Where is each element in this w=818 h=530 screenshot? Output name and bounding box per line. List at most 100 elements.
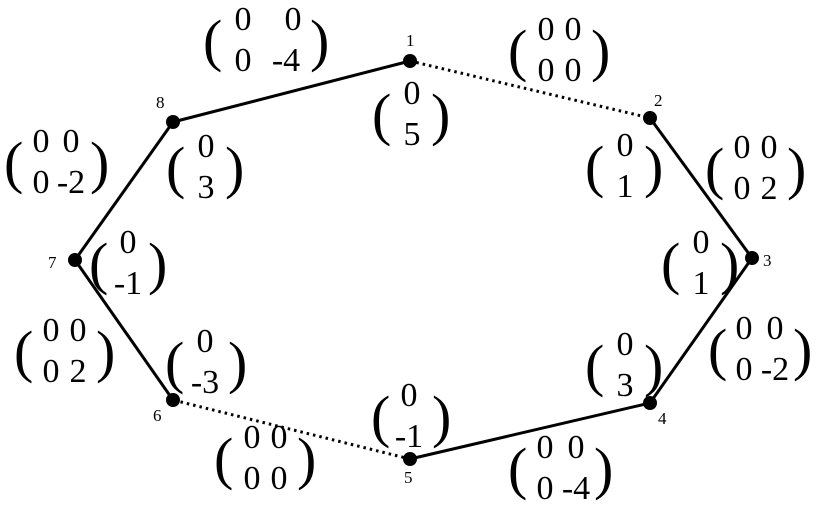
svg-text:(: ( xyxy=(585,333,604,398)
vertex-4-label: 4 xyxy=(658,409,667,428)
vertex-2-dot xyxy=(643,111,657,125)
vector-entry: 0 xyxy=(401,377,418,414)
matrix-entry: -2 xyxy=(57,164,85,201)
vector-entry: 0 xyxy=(198,128,215,165)
matrix-entry: 0 xyxy=(43,353,60,390)
matrix-entry: 0 xyxy=(736,351,753,388)
edge-2-3 xyxy=(648,117,754,259)
vertex-8-vector: ( 0 3 ) xyxy=(166,128,244,206)
vector-entry: 3 xyxy=(617,367,634,404)
vector-entry: 0 xyxy=(404,75,421,112)
svg-text:(: ( xyxy=(89,231,108,296)
svg-text:): ) xyxy=(228,330,247,395)
vertex-7-vector: ( 0 -1 ) xyxy=(89,224,167,302)
matrix-entry: 0 xyxy=(235,42,252,79)
vector-entry: -3 xyxy=(191,364,219,401)
svg-text:(: ( xyxy=(14,319,33,384)
vector-entry: 0 xyxy=(197,323,214,360)
edge-6-7-matrix: ( 0 0 0 2 ) xyxy=(14,312,115,390)
matrix-entry: 0 xyxy=(244,460,261,497)
vertex-2-vector: ( 0 1 ) xyxy=(585,127,663,205)
svg-text:(: ( xyxy=(203,8,222,73)
edge-8-1 xyxy=(172,59,411,124)
vertex-6-dot xyxy=(166,393,180,407)
matrix-entry: -4 xyxy=(562,470,590,507)
matrix-entry: 0 xyxy=(736,310,753,347)
vertex-1-vector: ( 0 5 ) xyxy=(372,75,450,153)
vector-entry: 5 xyxy=(404,116,421,153)
svg-text:(: ( xyxy=(372,82,391,147)
svg-text:(: ( xyxy=(214,426,233,491)
matrix-entry: 0 xyxy=(734,170,751,207)
matrix-entry: 0 xyxy=(33,123,50,160)
edge-3-4 xyxy=(648,257,754,404)
edge-1-2 xyxy=(409,59,651,120)
svg-text:(: ( xyxy=(708,317,727,382)
vertex-5-dot xyxy=(403,452,417,466)
matrix-entry: 0 xyxy=(33,164,50,201)
svg-text:(: ( xyxy=(4,130,23,195)
vertex-3-dot xyxy=(745,251,759,265)
vector-entry: 0 xyxy=(617,326,634,363)
svg-text:): ) xyxy=(310,8,329,73)
vertex-1-label: 1 xyxy=(406,31,415,50)
edge-2-3-matrix: ( 0 0 0 2 ) xyxy=(705,129,806,207)
vector-entry: 1 xyxy=(693,265,710,302)
matrix-entry: 0 xyxy=(244,419,261,456)
vector-entry: 3 xyxy=(198,169,215,206)
vertex-4-vector: ( 0 3 ) xyxy=(585,326,663,404)
svg-text:): ) xyxy=(431,82,450,147)
matrix-entry: 0 xyxy=(538,11,555,48)
vector-entry: 0 xyxy=(617,127,634,164)
matrix-entry: 0 xyxy=(568,429,585,466)
vertex-3-label: 3 xyxy=(763,251,772,270)
edge-6-7 xyxy=(73,259,175,401)
edge-1-2-matrix: ( 0 0 0 0 ) xyxy=(508,11,610,89)
matrix-entry: 0 xyxy=(537,470,554,507)
svg-text:): ) xyxy=(787,136,806,201)
vector-entry: -1 xyxy=(114,265,142,302)
matrix-entry: -2 xyxy=(761,351,789,388)
svg-text:(: ( xyxy=(371,384,390,449)
vertex-1-dot xyxy=(403,54,417,68)
svg-text:): ) xyxy=(148,231,167,296)
vertex-3-vector: ( 0 1 ) xyxy=(661,224,739,302)
matrix-entry: 0 xyxy=(285,1,302,38)
vertex-8-label: 8 xyxy=(156,93,165,112)
vertex-7-dot xyxy=(68,253,82,267)
svg-text:(: ( xyxy=(508,436,527,501)
matrix-entry: 0 xyxy=(565,11,582,48)
matrix-entry: 2 xyxy=(761,170,778,207)
svg-text:): ) xyxy=(644,333,663,398)
matrix-entry: 0 xyxy=(734,129,751,166)
vertex-7-label: 7 xyxy=(48,253,57,272)
edge-8-1-matrix: ( 0 0 0 -4 ) xyxy=(203,1,329,79)
vertex-2-label: 2 xyxy=(654,91,663,110)
svg-text:(: ( xyxy=(508,18,527,83)
matrix-entry: -4 xyxy=(272,42,300,79)
svg-text:(: ( xyxy=(705,136,724,201)
vertex-4-dot xyxy=(643,396,657,410)
matrix-entry: 0 xyxy=(271,419,288,456)
vector-entry: 0 xyxy=(693,224,710,261)
svg-text:): ) xyxy=(591,18,610,83)
svg-text:): ) xyxy=(432,384,451,449)
matrix-entry: 2 xyxy=(70,353,87,390)
matrix-entry: 0 xyxy=(565,52,582,89)
edge-5-6-matrix: ( 0 0 0 0 ) xyxy=(214,419,316,497)
edge-4-5-matrix: ( 0 0 0 -4 ) xyxy=(508,429,613,507)
matrix-entry: 0 xyxy=(63,123,80,160)
vector-entry: 1 xyxy=(617,168,634,205)
matrix-entry: 0 xyxy=(761,129,778,166)
svg-text:): ) xyxy=(96,319,115,384)
vertex-8-dot xyxy=(166,115,180,129)
svg-text:): ) xyxy=(297,426,316,491)
vector-entry: 0 xyxy=(120,224,137,261)
svg-text:(: ( xyxy=(661,231,680,296)
svg-text:): ) xyxy=(594,436,613,501)
edge-7-8-matrix: ( 0 0 0 -2 ) xyxy=(4,123,109,201)
svg-text:): ) xyxy=(793,317,812,382)
vertex-6-vector: ( 0 -3 ) xyxy=(165,323,247,401)
svg-text:(: ( xyxy=(166,135,185,200)
matrix-entry: 0 xyxy=(70,312,87,349)
